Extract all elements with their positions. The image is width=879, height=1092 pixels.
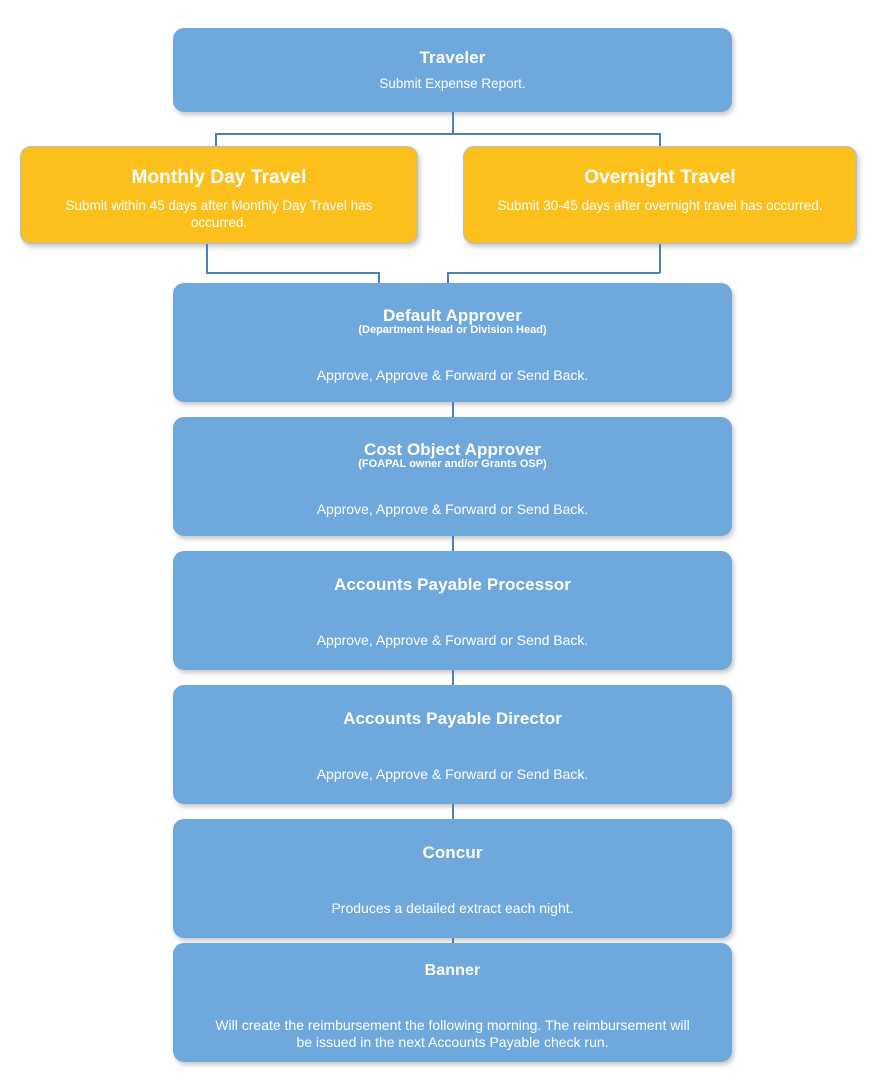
- node-concur-title: Concur: [422, 843, 483, 862]
- node-banner[interactable]: Banner Will create the reimbursement the…: [173, 943, 732, 1062]
- node-overnight-travel-body: Submit 30-45 days after overnight travel…: [497, 198, 823, 214]
- node-accounts-payable-processor-body: Approve, Approve & Forward or Send Back.: [316, 632, 589, 649]
- edge-to-overnight: [659, 133, 661, 146]
- node-banner-body: Will create the reimbursement the follow…: [215, 1016, 690, 1050]
- node-overnight-travel[interactable]: Overnight Travel Submit 30-45 days after…: [463, 146, 857, 244]
- node-default-approver-body: Approve, Approve & Forward or Send Back.: [316, 366, 589, 383]
- node-accounts-payable-processor[interactable]: Accounts Payable Processor Approve, Appr…: [173, 551, 732, 670]
- edge-overnight-into-default: [447, 272, 449, 283]
- node-traveler-body: Submit Expense Report.: [379, 76, 526, 92]
- edge-monthly-into-default: [378, 272, 380, 283]
- node-concur[interactable]: Concur Produces a detailed extract each …: [173, 819, 732, 938]
- node-accounts-payable-director-body: Approve, Approve & Forward or Send Back.: [316, 766, 589, 783]
- node-banner-title: Banner: [424, 962, 481, 979]
- edge-director-to-concur: [452, 804, 454, 819]
- edge-split-bar: [215, 133, 660, 135]
- edge-processor-to-director: [452, 670, 454, 685]
- node-cost-object-approver-subtitle: (FOAPAL owner and/or Grants OSP): [358, 458, 547, 471]
- edge-to-monthly: [215, 133, 217, 146]
- edge-monthly-down: [206, 244, 208, 273]
- node-default-approver-subtitle: (Department Head or Division Head): [358, 324, 547, 337]
- node-traveler[interactable]: Traveler Submit Expense Report.: [173, 28, 732, 112]
- node-accounts-payable-director[interactable]: Accounts Payable Director Approve, Appro…: [173, 685, 732, 804]
- node-traveler-title: Traveler: [419, 48, 486, 67]
- edge-cost-to-processor: [452, 536, 454, 551]
- node-cost-object-approver-body: Approve, Approve & Forward or Send Back.: [316, 500, 589, 517]
- node-cost-object-approver[interactable]: Cost Object Approver (FOAPAL owner and/o…: [173, 417, 732, 536]
- node-default-approver-title: Default Approver: [383, 306, 522, 325]
- edge-overnight-down: [659, 244, 661, 273]
- node-accounts-payable-director-title: Accounts Payable Director: [343, 709, 562, 728]
- edge-monthly-across: [206, 272, 379, 274]
- node-monthly-day-travel[interactable]: Monthly Day Travel Submit within 45 days…: [20, 146, 418, 244]
- edge-overnight-across: [447, 272, 660, 274]
- node-monthly-day-travel-body: Submit within 45 days after Monthly Day …: [65, 198, 373, 230]
- node-concur-body: Produces a detailed extract each night.: [331, 900, 574, 917]
- node-monthly-day-travel-title: Monthly Day Travel: [131, 167, 307, 188]
- node-cost-object-approver-title: Cost Object Approver: [363, 440, 542, 459]
- node-default-approver[interactable]: Default Approver (Department Head or Div…: [173, 283, 732, 402]
- edge-traveler-down: [452, 112, 454, 134]
- node-overnight-travel-title: Overnight Travel: [584, 167, 736, 188]
- edge-default-to-cost: [452, 402, 454, 417]
- node-accounts-payable-processor-title: Accounts Payable Processor: [334, 575, 571, 594]
